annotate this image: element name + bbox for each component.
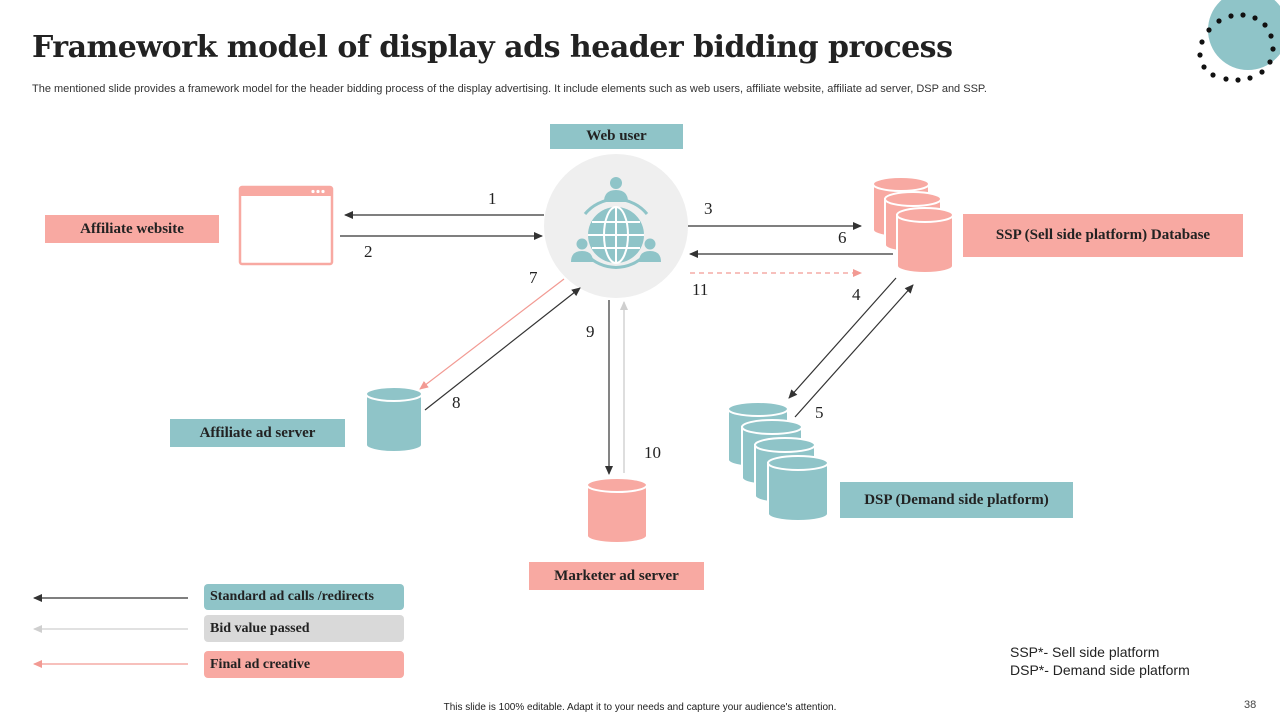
step-number-7: 7 — [529, 268, 538, 287]
step-number-5: 5 — [815, 403, 824, 422]
dsp-database-icon — [727, 401, 829, 522]
dotted-ring-decoration — [1197, 12, 1276, 83]
step-number-1: 1 — [488, 189, 497, 208]
arrow-step-8 — [424, 287, 581, 411]
step-number-8: 8 — [452, 393, 461, 412]
step-number-10: 10 — [644, 443, 661, 462]
step-number-3: 3 — [704, 199, 713, 218]
legend-bid-value-passed: Bid value passed — [204, 615, 404, 642]
ssp-database-icon — [872, 176, 954, 274]
note-ssp-definition: SSP*- Sell side platform — [1010, 644, 1160, 660]
web-user-globe-icon — [571, 177, 661, 269]
corner-circle-decoration — [1208, 0, 1280, 70]
page-title: Framework model of display ads header bi… — [32, 30, 953, 65]
step-number-6: 6 — [838, 228, 847, 247]
browser-window-icon — [238, 185, 334, 266]
label-dsp: DSP (Demand side platform) — [840, 482, 1073, 518]
step-number-2: 2 — [364, 242, 373, 261]
affiliate-ad-server-database-icon — [365, 386, 423, 453]
label-ssp-database: SSP (Sell side platform) Database — [963, 214, 1243, 257]
step-number-9: 9 — [586, 322, 595, 341]
arrow-step-7 — [419, 278, 565, 390]
page-subtitle: The mentioned slide provides a framework… — [32, 83, 987, 95]
legend-final-ad-creative: Final ad creative — [204, 651, 404, 678]
arrow-step-4 — [788, 277, 897, 399]
label-affiliate-website: Affiliate website — [45, 215, 219, 243]
step-number-11: 11 — [692, 280, 709, 299]
label-marketer-ad-server: Marketer ad server — [529, 562, 704, 590]
label-affiliate-ad-server: Affiliate ad server — [170, 419, 345, 447]
note-dsp-definition: DSP*- Demand side platform — [1010, 662, 1190, 678]
legend-standard-ad-calls: Standard ad calls /redirects — [204, 584, 404, 610]
arrow-step-5 — [794, 284, 914, 418]
marketer-ad-server-database-icon — [586, 477, 648, 544]
footer-text: This slide is 100% editable. Adapt it to… — [443, 702, 837, 713]
step-number-4: 4 — [852, 285, 861, 304]
label-web-user: Web user — [550, 124, 683, 149]
page-number: 38 — [1244, 699, 1257, 711]
